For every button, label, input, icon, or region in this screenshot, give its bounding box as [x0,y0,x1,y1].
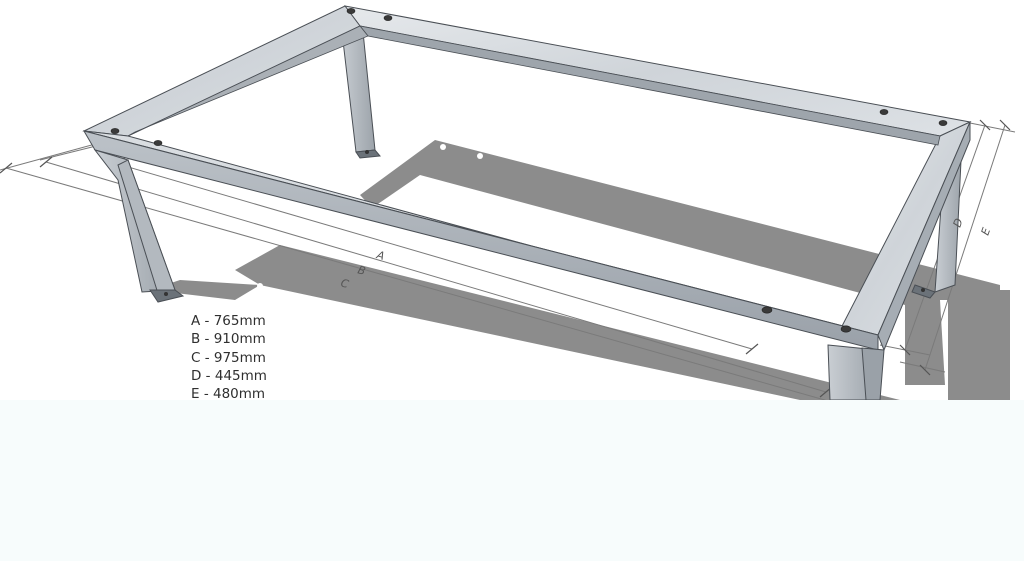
empty-lower-area [0,400,1024,561]
dimension-b-line [45,161,827,393]
ground-shadow [150,140,1010,400]
dimension-c-line [5,167,827,400]
dimension-a-line [117,163,753,350]
dimension-labels: A B C D E [339,217,993,291]
drawing-area: A B C D E A - 765mm B - 910mm C - 975mm … [0,5,1016,400]
dimension-a-label: A [374,248,386,263]
legend-row-e: E - 480mm [191,386,266,400]
shadow-holes [257,144,483,302]
dimension-e-line [924,124,1006,371]
frame-drawing: A B C D E [0,5,1016,400]
dimension-b-label: B [356,263,367,278]
dimension-legend: A - 765mm B - 910mm C - 975mm D - 445mm … [191,312,267,400]
legend-row-a: A - 765mm [191,313,266,329]
front-left-leg [93,149,185,303]
front-right-leg [827,344,885,400]
dimension-d-label: D [951,217,966,229]
frame-top [82,5,972,352]
legend-row-b: B - 910mm [191,331,266,348]
dimension-e-label: E [979,226,994,237]
mounting-holes [110,8,948,333]
legend-row-c: C - 975mm [191,349,266,366]
legend-row-d: D - 445mm [191,367,267,384]
dimension-c-label: C [339,276,350,291]
